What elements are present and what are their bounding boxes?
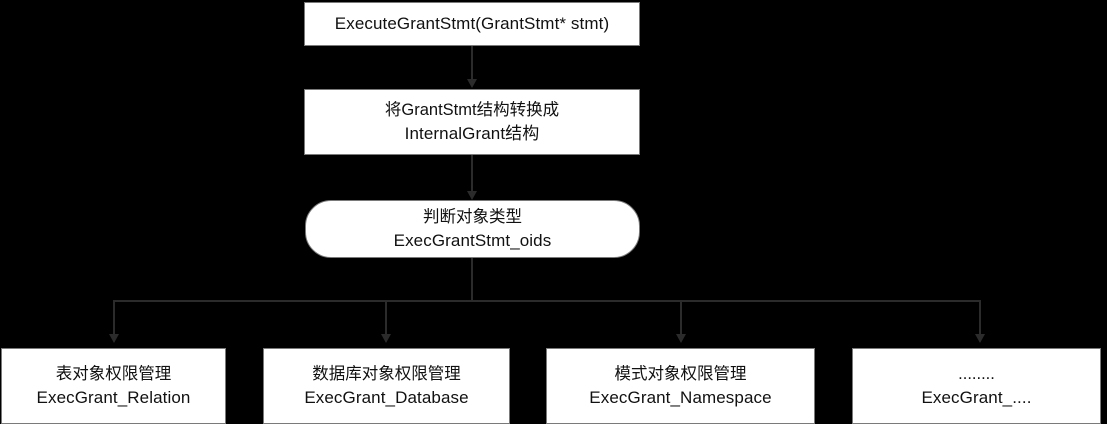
connector-branch-3 bbox=[680, 300, 682, 336]
node-branch-relation-label-line2: ExecGrant_Relation bbox=[36, 387, 191, 407]
node-dispatch-label-line2: ExecGrantStmt_oids bbox=[393, 230, 552, 250]
node-dispatch-object-type[interactable]: 判断对象类型 ExecGrantStmt_oids bbox=[305, 200, 640, 258]
node-branch-namespace-label-line1: 模式对象权限管理 bbox=[614, 364, 747, 383]
arrowhead-branch-2 bbox=[381, 334, 391, 343]
arrowhead-branch-3 bbox=[676, 334, 686, 343]
node-branch-others-label-line2: ExecGrant_.... bbox=[921, 387, 1032, 407]
connector-convert-to-dispatch bbox=[471, 155, 473, 193]
node-dispatch-label-line1: 判断对象类型 bbox=[423, 207, 522, 226]
node-branch-database-label-line2: ExecGrant_Database bbox=[304, 387, 469, 407]
connector-dispatch-trunk bbox=[471, 258, 473, 301]
arrowhead-convert-to-dispatch bbox=[467, 191, 477, 200]
connector-entry-to-convert bbox=[471, 46, 473, 81]
arrowhead-entry-to-convert bbox=[467, 79, 477, 88]
node-execute-grant-stmt-label: ExecuteGrantStmt(GrantStmt* stmt) bbox=[334, 14, 610, 34]
node-convert-struct[interactable]: 将GrantStmt结构转换成 InternalGrant结构 bbox=[304, 89, 640, 155]
node-branch-others-label-line1: ........ bbox=[958, 364, 995, 383]
node-execute-grant-stmt[interactable]: ExecuteGrantStmt(GrantStmt* stmt) bbox=[304, 2, 640, 46]
node-branch-database[interactable]: 数据库对象权限管理 ExecGrant_Database bbox=[263, 348, 510, 424]
node-branch-relation-label-line1: 表对象权限管理 bbox=[55, 364, 172, 383]
node-branch-namespace-label-line2: ExecGrant_Namespace bbox=[589, 387, 772, 407]
connector-branch-4 bbox=[979, 300, 981, 336]
arrowhead-branch-4 bbox=[975, 334, 985, 343]
connector-distribution-bar bbox=[113, 300, 981, 302]
node-branch-database-label-line1: 数据库对象权限管理 bbox=[312, 364, 461, 383]
node-branch-others[interactable]: ........ ExecGrant_.... bbox=[852, 348, 1101, 424]
node-branch-namespace[interactable]: 模式对象权限管理 ExecGrant_Namespace bbox=[546, 348, 815, 424]
node-convert-struct-label-line1: 将GrantStmt结构转换成 bbox=[384, 100, 560, 119]
connector-branch-1 bbox=[113, 300, 115, 336]
arrowhead-branch-1 bbox=[109, 334, 119, 343]
connector-branch-2 bbox=[385, 300, 387, 336]
node-convert-struct-label-line2: InternalGrant结构 bbox=[404, 123, 540, 143]
node-branch-relation[interactable]: 表对象权限管理 ExecGrant_Relation bbox=[1, 348, 226, 424]
